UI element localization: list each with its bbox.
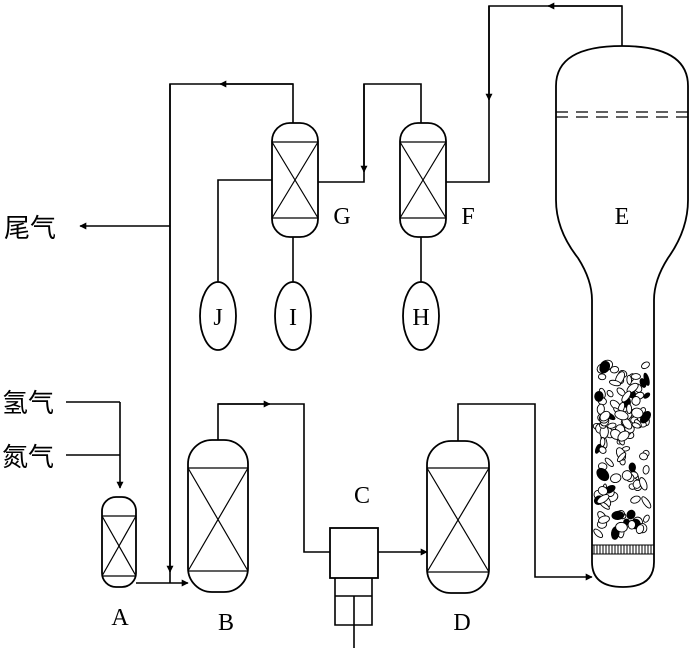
catalyst-particle (606, 389, 614, 398)
catalyst-particle (597, 373, 607, 381)
catalyst-particle (599, 437, 606, 447)
catalyst-particle (639, 452, 648, 461)
catalyst-particle (607, 422, 617, 429)
catalyst-particle (599, 361, 611, 374)
catalyst-particle (643, 392, 651, 399)
vessel-a (101, 496, 137, 588)
vessel-d (426, 440, 490, 594)
recycle-line (79, 80, 294, 583)
catalyst-particle (610, 473, 622, 484)
tank-j (199, 281, 237, 351)
catalyst-particle (596, 403, 605, 415)
label-hydrogen: 氢气 (2, 389, 54, 418)
catalyst-particle (639, 477, 648, 491)
catalyst-particle (604, 457, 614, 467)
catalyst-particle (642, 465, 650, 475)
catalyst-particle (599, 410, 611, 422)
catalyst-particle (628, 462, 636, 473)
vessel-b (187, 439, 249, 593)
label-h: H (412, 305, 429, 331)
catalyst-particle (609, 366, 620, 374)
catalyst-particle (631, 422, 641, 429)
catalyst-particle (621, 390, 632, 403)
label-d: D (453, 610, 470, 636)
label-nitrogen: 氮气 (2, 443, 54, 472)
catalyst-support-grid (593, 545, 652, 554)
catalyst-particle (635, 524, 645, 534)
catalyst-bed (592, 359, 652, 540)
catalyst-particle (627, 520, 636, 530)
feed-lines (66, 401, 124, 489)
label-tail-gas: 尾气 (4, 214, 56, 243)
catalyst-particle (616, 452, 627, 463)
catalyst-particle (626, 374, 632, 385)
label-g: G (333, 204, 350, 230)
catalyst-particle (630, 373, 641, 380)
catalyst-particle (614, 410, 629, 421)
label-a: A (111, 605, 129, 631)
label-b: B (218, 610, 234, 636)
catalyst-particle (615, 521, 628, 533)
catalyst-particle (594, 390, 604, 402)
catalyst-particle (641, 496, 652, 509)
line-f-to-g (318, 83, 422, 183)
catalyst-particle (621, 470, 633, 481)
catalyst-particle (631, 396, 641, 406)
catalyst-particle (643, 372, 650, 386)
compressor-c (329, 527, 379, 648)
catalyst-particle (611, 510, 625, 520)
catalyst-particle (596, 467, 610, 482)
catalyst-particle (641, 361, 650, 370)
label-e: E (615, 204, 630, 230)
tank-i (274, 281, 312, 351)
label-j: J (213, 305, 222, 331)
line-b-to-c (217, 400, 330, 553)
catalyst-particle (617, 430, 630, 442)
catalyst-particle (598, 515, 610, 524)
catalyst-particle (593, 528, 604, 538)
catalyst-particle (598, 446, 607, 454)
catalyst-particle (596, 494, 610, 504)
vessel-g (271, 122, 319, 238)
line-e-to-f (446, 2, 623, 183)
catalyst-particle (597, 486, 609, 496)
tank-h (402, 281, 440, 351)
label-i: I (289, 305, 297, 331)
vessel-f (399, 122, 447, 238)
catalyst-particle (626, 509, 636, 520)
catalyst-particle (630, 495, 641, 504)
label-f: F (461, 204, 474, 230)
catalyst-particle (643, 514, 650, 523)
label-c: C (354, 483, 370, 509)
catalyst-particle (608, 379, 622, 387)
catalyst-particle (626, 403, 633, 415)
reactor-e (555, 45, 689, 588)
